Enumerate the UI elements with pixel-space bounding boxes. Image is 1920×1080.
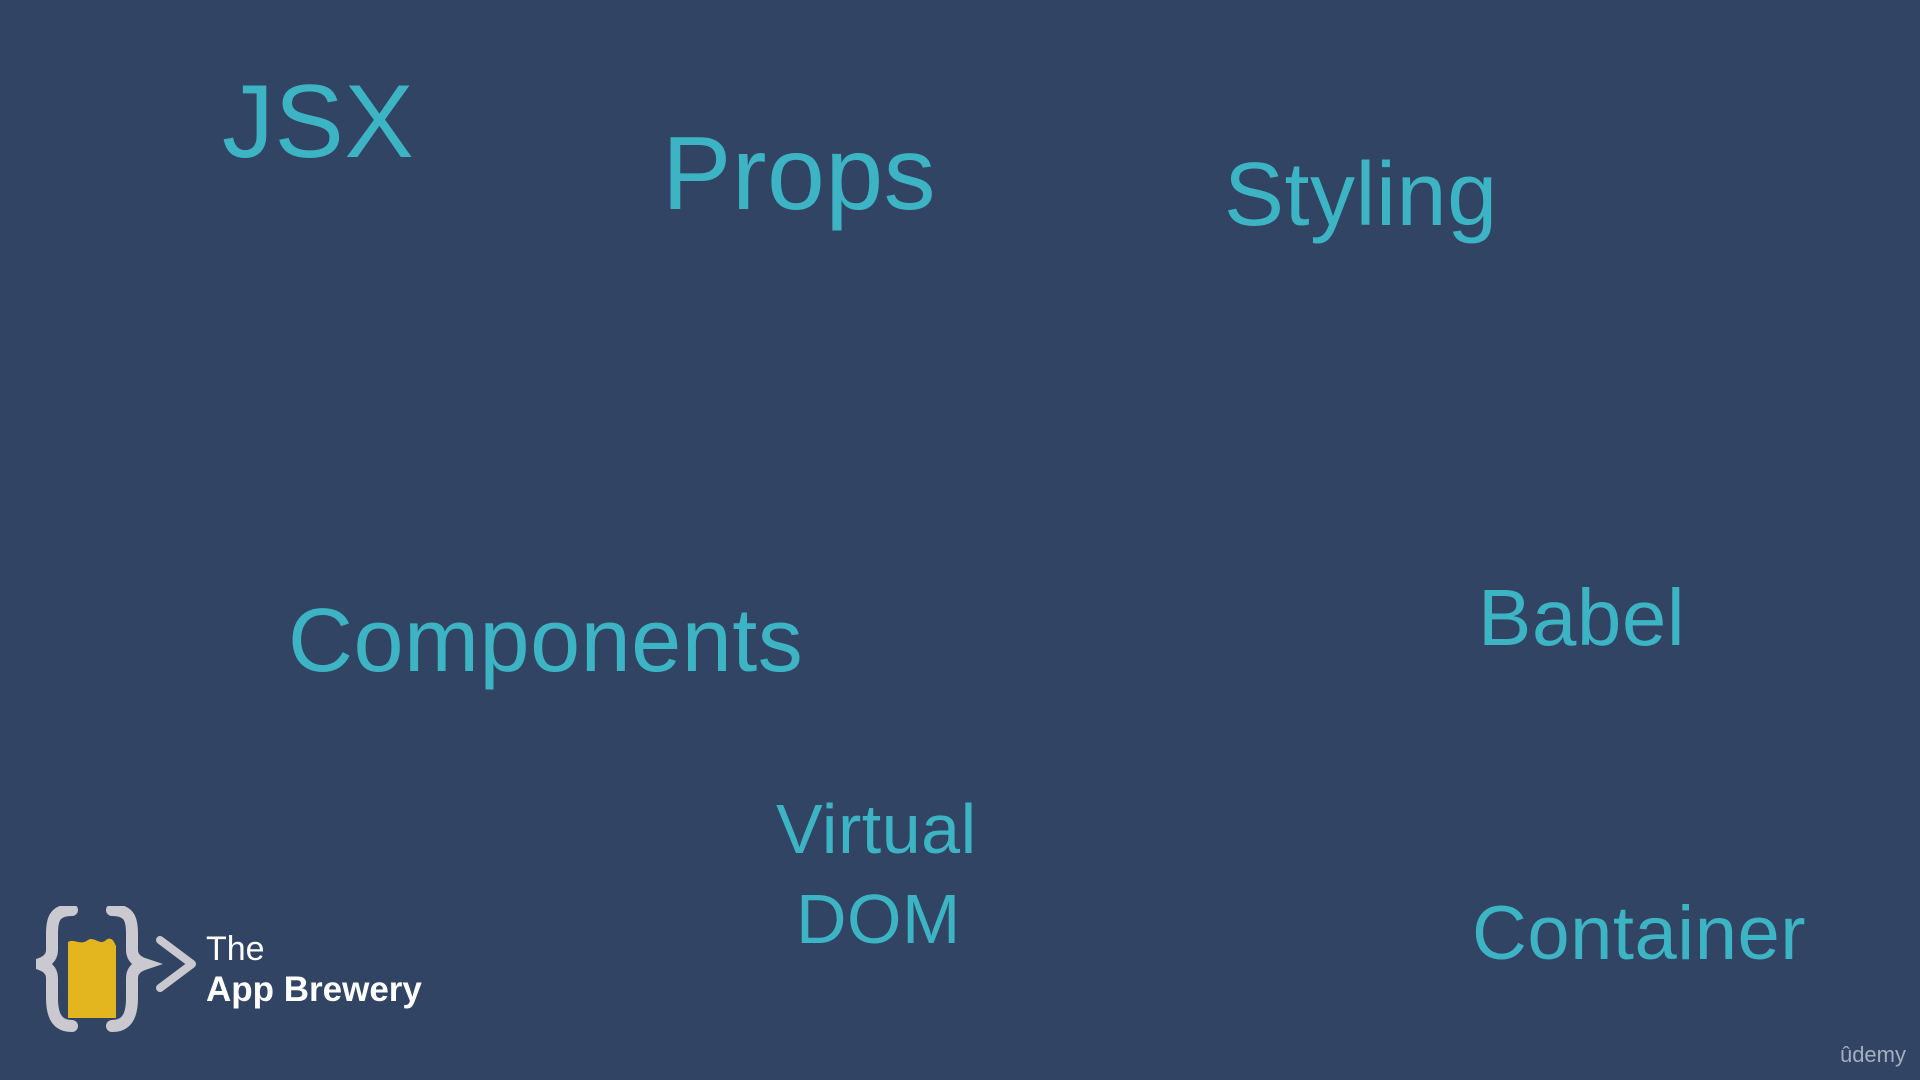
- term-babel: Babel: [1478, 573, 1686, 662]
- term-props: Props: [662, 116, 937, 232]
- brand-logo: The App Brewery: [36, 906, 456, 1036]
- udemy-watermark: ûdemy: [1839, 1042, 1906, 1067]
- term-jsx: JSX: [222, 64, 415, 180]
- brand-line-name: App Brewery: [206, 970, 422, 1009]
- braces-beer-glass-logo-icon: [36, 906, 196, 1032]
- brand-line-the: The: [206, 930, 265, 968]
- term-components: Components: [288, 591, 804, 691]
- term-styling: Styling: [1224, 145, 1498, 245]
- term-container: Container: [1472, 891, 1807, 976]
- term-virtual: Virtual: [776, 790, 977, 868]
- term-dom: DOM: [796, 880, 961, 958]
